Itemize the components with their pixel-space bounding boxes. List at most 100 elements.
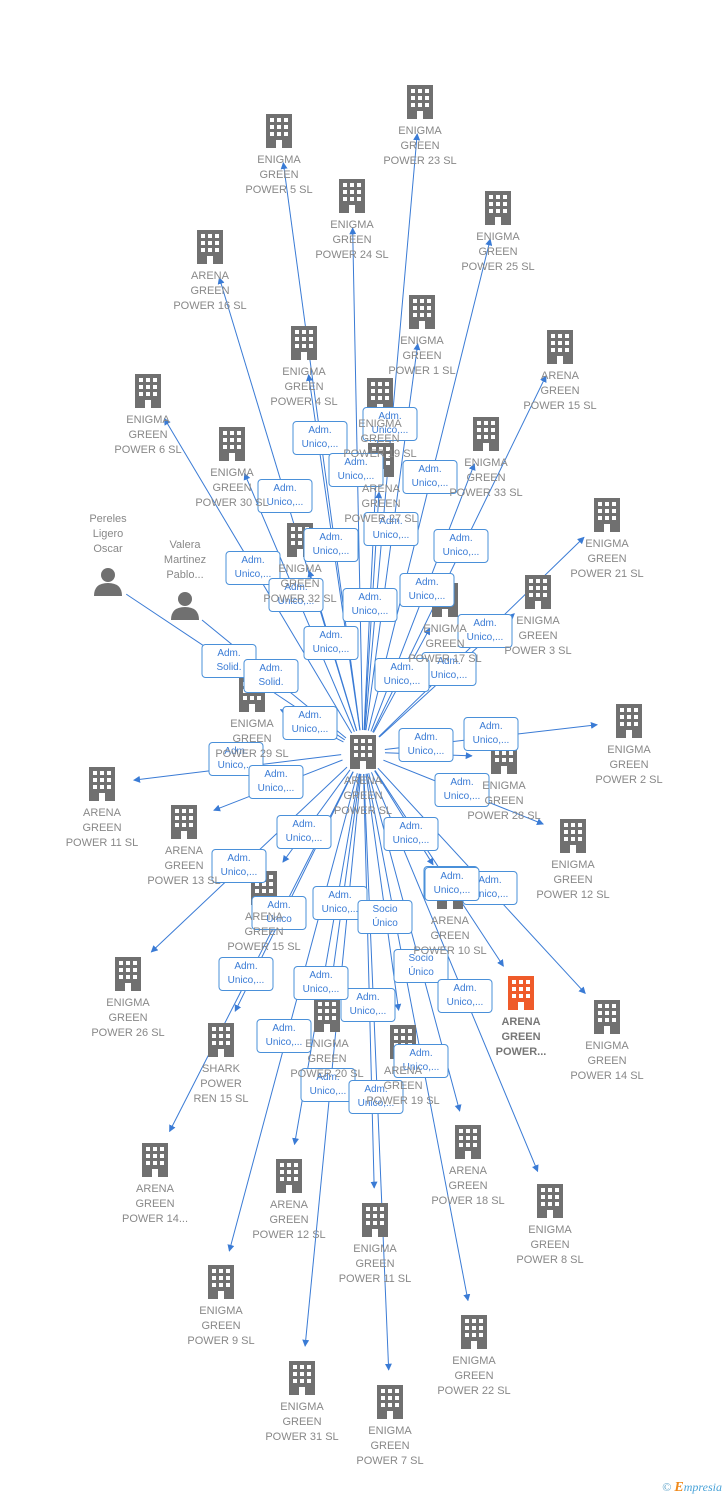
center-node-label[interactable]: ARENA GREEN POWER SL [333,775,393,817]
edge-label-n3[interactable]: Adm. Unico,... [328,453,384,487]
node-label[interactable]: ENIGMA GREEN POWER 3 SL [504,615,572,657]
node-label[interactable]: ARENA GREEN POWER 27 SL [344,483,418,525]
edge-label-n42[interactable]: Adm. Unico,... [303,626,359,660]
building-icon[interactable] [377,1385,403,1419]
building-icon[interactable] [461,1315,487,1349]
edge-label-n38[interactable]: Adm. Unico [251,896,307,930]
building-icon[interactable] [115,957,141,991]
building-icon[interactable] [350,735,376,769]
node-label[interactable]: ENIGMA GREEN POWER 2 SL [595,744,663,786]
building-icon[interactable] [485,191,511,225]
node-label[interactable]: ARENA GREEN POWER 15 SL [523,370,597,412]
building-icon[interactable] [362,1203,388,1237]
building-icon[interactable] [276,1159,302,1193]
building-icon[interactable] [594,1000,620,1034]
edge-label-n7[interactable]: Adm. Unico,... [303,528,359,562]
edge-label-n32[interactable]: Adm. Unico,... [300,1068,356,1102]
node-label[interactable]: ENIGMA GREEN POWER 21 SL [570,538,644,580]
building-icon[interactable] [89,767,115,801]
node-label[interactable]: SHARK POWER REN 15 SL [193,1063,249,1105]
edge-label-n37[interactable]: Adm. Unico,... [424,867,480,901]
edge-label-n35[interactable]: Adm. Unico,... [374,658,430,692]
node-label[interactable]: ENIGMA GREEN POWER 8 SL [516,1224,584,1266]
building-icon[interactable] [208,1023,234,1057]
edge-label-n39[interactable]: Adm. Unico,... [293,966,349,1000]
building-icon[interactable] [197,230,223,264]
edge-label-n27[interactable]: Adm. Unico,... [276,815,332,849]
node-label[interactable]: ENIGMA GREEN POWER 23 SL [383,125,457,167]
node-label[interactable]: ENIGMA GREEN POWER 32 SL [263,563,337,605]
building-icon[interactable] [560,819,586,853]
node-label[interactable]: ENIGMA GREEN POWER 26 SL [91,997,165,1039]
building-icon[interactable] [266,114,292,148]
edge-label-n16[interactable]: Adm. Unico,... [463,717,519,751]
node-label[interactable]: ENIGMA GREEN POWER 6 SL [114,414,182,456]
edge-label-n23[interactable]: Socio Único [393,949,449,983]
node-label[interactable]: ENIGMA GREEN POWER 12 SL [536,859,610,901]
node-label[interactable]: ENIGMA GREEN POWER 5 SL [245,154,313,196]
node-label[interactable]: ENIGMA GREEN POWER 25 SL [461,231,535,273]
node-label[interactable]: ENIGMA GREEN POWER 30 SL [195,467,269,509]
person-icon[interactable] [171,592,199,620]
building-icon[interactable] [314,998,340,1032]
node-label[interactable]: ARENA GREEN POWER 13 SL [147,845,221,887]
edge-label-n36[interactable]: Adm. Unico,... [282,706,338,740]
building-icon[interactable] [547,330,573,364]
node-label[interactable]: ENIGMA GREEN POWER 1 SL [388,335,456,377]
node-label[interactable]: ENIGMA GREEN POWER 14 SL [570,1040,644,1082]
building-icon[interactable] [525,575,551,609]
building-icon[interactable] [142,1143,168,1177]
edge-label-n2[interactable]: Adm. Unico,... [292,421,348,455]
node-label[interactable]: ENIGMA GREEN POWER 20 SL [290,1038,364,1080]
edge-label-n24[interactable]: Adm. Unico,... [218,957,274,991]
edge-label-n15[interactable]: Adm. Solid. [243,659,299,693]
edge-label-n21[interactable]: Adm. Unico,... [211,849,267,883]
building-icon[interactable] [473,417,499,451]
edge-label-n33[interactable]: Adm. Unico,... [348,1080,404,1114]
node-label[interactable]: ARENA GREEN POWER 16 SL [173,270,247,312]
node-label[interactable]: ARENA GREEN POWER... [495,1016,547,1058]
building-icon[interactable] [291,326,317,360]
edge-label-n9[interactable]: Adm. Unico,... [225,551,281,585]
edge-label-n11[interactable]: Adm. Unico,... [399,573,455,607]
node-label[interactable]: ENIGMA GREEN POWER 4 SL [270,366,338,408]
node-label[interactable]: ENIGMA GREEN POWER 22 SL [437,1355,511,1397]
building-icon[interactable] [594,498,620,532]
node-label[interactable]: ARENA GREEN POWER 15 SL [227,911,301,953]
edge-label-n40[interactable]: Adm. Unico,... [393,1044,449,1078]
node-label[interactable]: ENIGMA GREEN POWER 17 SL [408,623,482,665]
edge-label-n19[interactable]: Adm. Unico,... [398,728,454,762]
edge-label-n5[interactable]: Adm. Unico,... [257,479,313,513]
edge-label-n20[interactable]: Adm. Unico,... [434,773,490,807]
node-label[interactable]: ARENA GREEN POWER 19 SL [366,1065,440,1107]
node-label[interactable]: Valera Martinez Pablo... [163,539,207,581]
node-label[interactable]: ENIGMA GREEN POWER 33 SL [449,457,523,499]
building-icon[interactable] [135,374,161,408]
node-label[interactable]: ENIGMA GREEN POWER 19 SL [343,418,417,460]
edge-label-n10[interactable]: Adm. Unico,... [268,578,324,612]
node-label[interactable]: ARENA GREEN POWER 14... [121,1183,189,1225]
edge-label-n1[interactable]: Adm. Unico,... [362,407,418,441]
building-icon[interactable] [508,976,534,1010]
edge-label-n41[interactable]: Socio Único [357,900,413,934]
building-icon[interactable] [219,427,245,461]
node-label[interactable]: ENIGMA GREEN POWER 29 SL [215,718,289,760]
building-icon[interactable] [289,1361,315,1395]
node-label[interactable]: ENIGMA GREEN POWER 9 SL [187,1305,255,1347]
node-label[interactable]: ARENA GREEN POWER 12 SL [252,1199,326,1241]
edge-label-n12[interactable]: Adm. Unico,... [457,614,513,648]
node-label[interactable]: ENIGMA GREEN POWER 28 SL [467,780,541,822]
edge-label-n28[interactable]: Adm. Unico,... [340,988,396,1022]
node-label[interactable]: ENIGMA GREEN POWER 24 SL [315,219,389,261]
edge-label-n8[interactable]: Adm. Unico,... [433,529,489,563]
building-icon[interactable] [208,1265,234,1299]
edge-label-n4[interactable]: Adm. Unico,... [402,460,458,494]
node-label[interactable]: ENIGMA GREEN POWER 7 SL [356,1425,424,1467]
building-icon[interactable] [537,1184,563,1218]
node-label[interactable]: Pereles Ligero Oscar [89,513,127,555]
edge-label-n34[interactable]: Adm. Unico,... [342,588,398,622]
building-icon[interactable] [171,805,197,839]
node-label[interactable]: ARENA GREEN POWER 10 SL [413,915,487,957]
person-icon[interactable] [94,568,122,596]
building-icon[interactable] [407,85,433,119]
